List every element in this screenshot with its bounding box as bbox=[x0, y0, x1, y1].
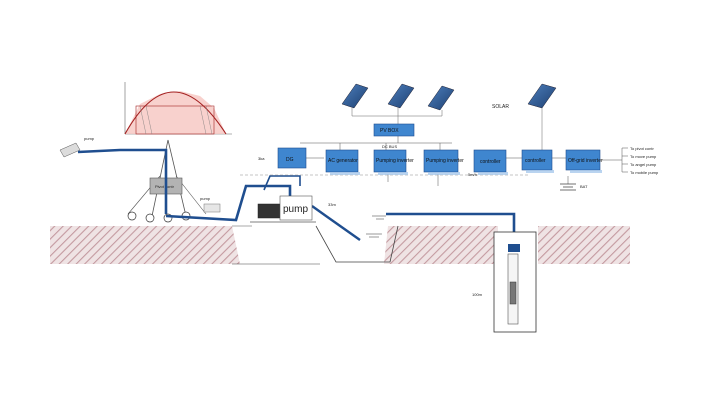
depth-label: 100m bbox=[472, 292, 483, 297]
distance-left-label: 3ka bbox=[258, 156, 265, 161]
ac-generator-label: AC generator bbox=[328, 158, 358, 164]
distance-right-label: 5m/h bbox=[468, 172, 477, 177]
sprinkler-head bbox=[59, 142, 81, 158]
dg-box bbox=[277, 147, 307, 169]
electrical-system: PV BOX DC BUS DG AC generator Pumping in… bbox=[240, 123, 659, 191]
pv-box bbox=[373, 123, 415, 137]
distance-mid-label: 33m bbox=[328, 202, 336, 207]
output-label-3: To angel pump bbox=[630, 162, 657, 167]
motor bbox=[257, 203, 281, 219]
pumping-inverter-label-2: Pumping inverter bbox=[426, 158, 464, 164]
output-label-1: To pivot contr bbox=[630, 146, 654, 151]
pump-top-label: pump bbox=[84, 136, 95, 141]
battery-label: BAT bbox=[580, 184, 588, 189]
offgrid-inverter-label: Off-grid inverter bbox=[568, 158, 603, 164]
solar-curve-graph bbox=[124, 82, 232, 135]
pivot-irrigator: pump Pivot contr pump bbox=[59, 136, 221, 223]
pv-box-label: PV BOX bbox=[380, 128, 399, 134]
small-pump bbox=[203, 203, 221, 213]
output-lines bbox=[600, 147, 628, 173]
output-label-4: To mobile pump bbox=[630, 170, 659, 175]
submersible-pump bbox=[509, 281, 517, 305]
pumping-inverter-label-1: Pumping inverter bbox=[376, 158, 414, 164]
controller-label-2: controller bbox=[525, 158, 546, 164]
water-level-marks bbox=[366, 215, 386, 238]
water-pit bbox=[315, 225, 399, 263]
controller-label-1: controller bbox=[480, 159, 501, 165]
irradiance-curve bbox=[124, 91, 227, 135]
solar-label: SOLAR bbox=[492, 104, 509, 110]
main-pump: pump bbox=[250, 195, 316, 223]
small-pump-label: pump bbox=[200, 196, 211, 201]
ground bbox=[50, 225, 630, 265]
battery bbox=[560, 183, 576, 191]
deep-well bbox=[493, 231, 537, 333]
dc-bus-label: DC BUS bbox=[382, 144, 397, 149]
dg-label: DG bbox=[286, 157, 294, 163]
main-pump-label: pump bbox=[283, 204, 308, 215]
solar-panels: SOLAR bbox=[341, 83, 557, 152]
output-label-2: To move pump bbox=[630, 154, 657, 159]
